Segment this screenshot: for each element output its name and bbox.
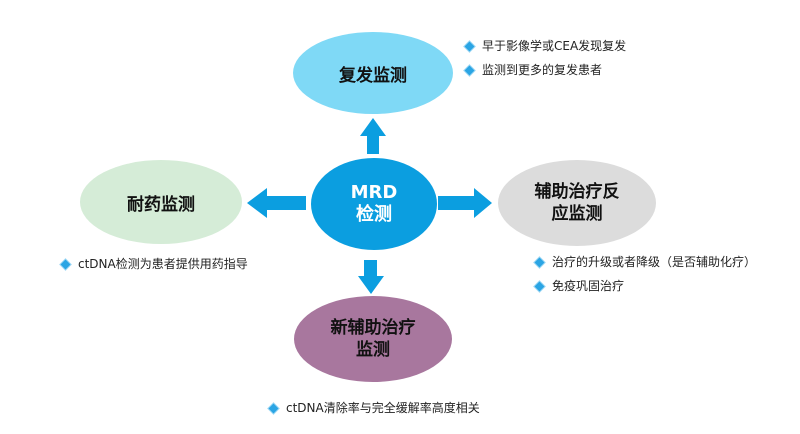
bullet-item: ctDNA检测为患者提供用药指导 — [60, 252, 248, 276]
diamond-bullet-icon — [464, 41, 475, 51]
diamond-bullet-icon — [464, 65, 475, 75]
node-recurrence-monitoring: 复发监测 — [293, 32, 453, 114]
node-bottom-line2: 监测 — [356, 340, 390, 360]
bullet-item: 早于影像学或CEA发现复发 — [464, 34, 627, 58]
node-right-line1: 辅助治疗反 — [534, 182, 620, 202]
node-bottom-line1: 新辅助治疗 — [330, 318, 416, 338]
diamond-bullet-icon — [60, 259, 71, 269]
bullet-text: 免疫巩固治疗 — [552, 279, 625, 293]
arrow-left — [247, 188, 306, 218]
bullet-text: 治疗的升级或者降级（是否辅助化疗） — [552, 255, 757, 269]
center-line2: 检测 — [356, 204, 392, 225]
bullet-text: ctDNA清除率与完全缓解率高度相关 — [286, 401, 480, 415]
node-right-line2: 应监测 — [551, 204, 603, 224]
diamond-bullet-icon — [534, 257, 545, 267]
arrow-down — [358, 260, 384, 294]
node-top-label: 复发监测 — [339, 65, 407, 86]
bullet-item: 监测到更多的复发患者 — [464, 58, 626, 82]
arrow-right — [438, 188, 492, 218]
node-resistance-monitoring: 耐药监测 — [80, 160, 242, 244]
bullets-top: 早于影像学或CEA发现复发 监测到更多的复发患者 — [464, 34, 627, 82]
bullet-item: 免疫巩固治疗 — [534, 274, 756, 298]
bullets-right: 治疗的升级或者降级（是否辅助化疗） 免疫巩固治疗 — [534, 250, 757, 298]
bullet-text: ctDNA检测为患者提供用药指导 — [78, 257, 248, 271]
node-neoadjuvant-monitoring: 新辅助治疗 监测 — [294, 296, 452, 382]
bullet-text: 早于影像学或CEA发现复发 — [482, 39, 627, 53]
center-line1: MRD — [350, 182, 398, 203]
bullets-bottom: ctDNA清除率与完全缓解率高度相关 — [268, 396, 480, 420]
diamond-bullet-icon — [534, 281, 545, 291]
node-adjuvant-response-monitoring: 辅助治疗反 应监测 — [498, 160, 656, 246]
arrow-up — [360, 118, 386, 154]
bullet-item: ctDNA清除率与完全缓解率高度相关 — [268, 396, 480, 420]
bullets-left: ctDNA检测为患者提供用药指导 — [60, 252, 248, 276]
bullet-item: 治疗的升级或者降级（是否辅助化疗） — [534, 250, 757, 274]
diamond-bullet-icon — [268, 403, 279, 413]
node-mrd-detection: MRD 检测 — [311, 158, 437, 250]
node-left-label: 耐药监测 — [127, 194, 195, 215]
bullet-text: 监测到更多的复发患者 — [482, 63, 603, 77]
